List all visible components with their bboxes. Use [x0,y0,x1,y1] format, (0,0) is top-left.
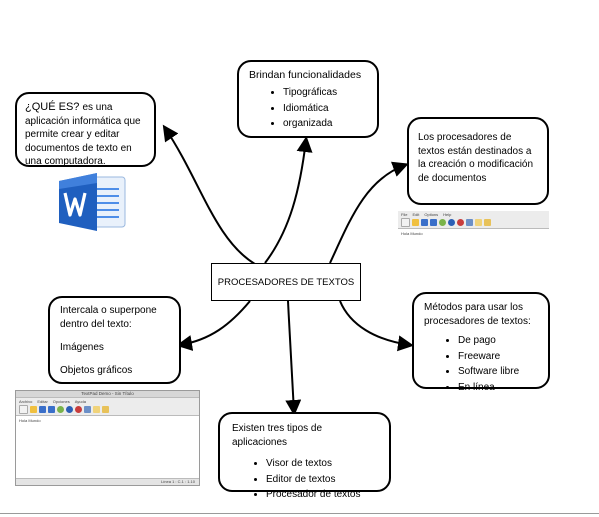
open-folder-icon [412,219,419,226]
types-title: Existen tres tipos de aplicaciones [232,423,323,448]
types-box: Existen tres tipos de aplicaciones Visor… [218,412,391,500]
redo-icon [75,406,82,413]
functionalities-item: Idiomática [283,102,367,116]
paste-icon [102,406,109,413]
arrow-to-insert [176,300,251,351]
shot-left-status: Línea 1 : C.1 : 1.10 [16,478,199,485]
methods-item: Software libre [458,365,538,379]
insert-item: Imágenes [60,342,104,353]
purpose-text: Los procesadores de textos están destina… [418,132,534,184]
methods-item: De pago [458,334,538,348]
functionalities-item: Tipográficas [283,86,367,100]
arrow-to-purpose [329,161,409,264]
shot-right-menu-item: File [401,211,408,217]
save-icon [39,406,46,413]
new-file-icon [401,218,410,227]
definition-text: es una aplicación informática que permit… [25,102,141,168]
open-folder-icon [30,406,37,413]
functionalities-box: Brindan funcionalidades Tipográficas Idi… [237,60,379,138]
center-title: PROCESADORES DE TEXTOS [217,276,355,288]
shot-right-menu-item: Options [424,211,439,217]
shot-right-toolbar [398,217,549,229]
types-item: Visor de textos [266,457,377,471]
center-node: PROCESADORES DE TEXTOS [211,263,361,301]
shot-left-menu-item: Editar [37,398,48,404]
shot-left-menu-item: Archivo [19,398,33,404]
save-icon [421,219,428,226]
methods-item: Freeware [458,350,538,364]
save-as-icon [430,219,437,226]
undo-icon [66,406,73,413]
shot-left-title: TextPad Demo - Sin Título [16,391,199,398]
undo-icon [448,219,455,226]
copy-icon [93,406,100,413]
copy-icon [475,219,482,226]
editor-screenshot-left: TextPad Demo - Sin Título Archivo Editar… [15,390,200,486]
shot-left-menu-item: Ayuda [74,398,86,404]
functionalities-title: Brindan funcionalidades [249,69,362,81]
shot-right-menu-item: Help [443,211,452,217]
shot-right-menu-item: Edit [412,211,420,217]
save-as-icon [48,406,55,413]
methods-box: Métodos para usar los procesadores de te… [412,292,550,393]
paste-icon [484,219,491,226]
insert-box: Intercala o superpone dentro del texto: … [48,296,181,384]
insert-item: Objetos gráficos [60,364,133,376]
definition-box: ¿QUÉ ES? es una aplicación informática q… [15,92,156,167]
insert-text: Intercala o superpone dentro del texto: [60,305,157,330]
editor-screenshot-right: File Edit Options Help Hola Mundo [398,211,549,283]
shot-left-toolbar [16,404,199,416]
cut-icon [84,406,91,413]
arrow-to-functionalities [264,136,313,264]
purpose-box: Los procesadores de textos están destina… [407,117,549,205]
types-item: Procesador de textos [266,488,377,502]
word-logo-icon [59,173,126,231]
cut-icon [466,219,473,226]
arrow-to-definition [162,124,256,265]
definition-heading: ¿QUÉ ES? [25,101,83,113]
arrow-to-types [285,300,302,416]
redo-icon [457,219,464,226]
print-icon [57,406,64,413]
new-file-icon [19,405,28,414]
print-icon [439,219,446,226]
methods-item: En línea [458,381,538,395]
bottom-divider [0,513,599,514]
arrow-to-methods [339,300,414,352]
methods-title: Métodos para usar los procesadores de te… [424,302,531,327]
types-item: Editor de textos [266,473,377,487]
shot-left-document: Hola Mundo [19,418,41,423]
functionalities-item: organizada [283,117,367,131]
shot-left-menu-item: Opciones [52,398,70,404]
shot-right-document: Hola Mundo [401,231,423,236]
